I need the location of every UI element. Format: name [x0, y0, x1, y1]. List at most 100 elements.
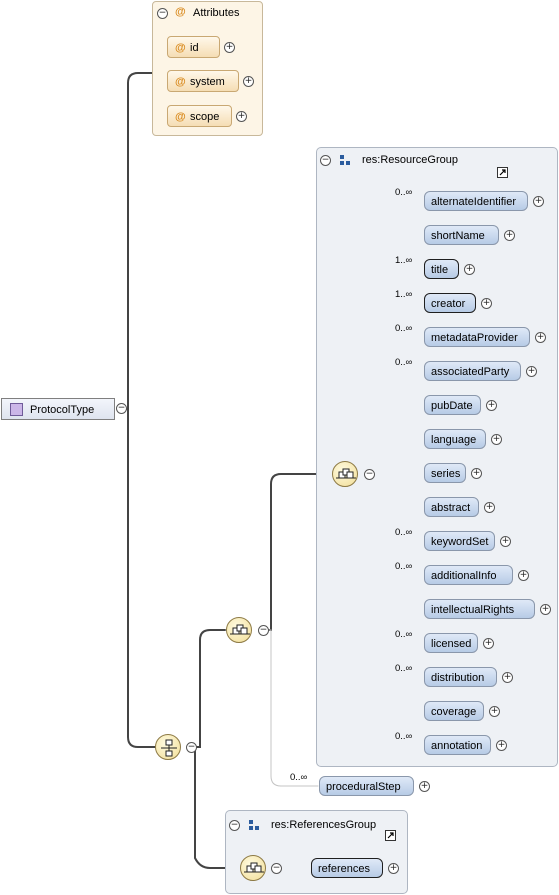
element-label: series	[431, 468, 461, 480]
expand-element-button[interactable]: +	[526, 366, 537, 377]
attribute-system[interactable]: @ system	[167, 70, 239, 92]
element-label: alternateIdentifier	[431, 196, 516, 208]
element-label: creator	[431, 298, 466, 310]
element-node-short-name[interactable]: shortName	[424, 225, 499, 245]
expand-element-button[interactable]: +	[484, 502, 495, 513]
expand-element-button[interactable]: +	[496, 740, 507, 751]
resource-group-title: res:ResourceGroup	[362, 154, 458, 166]
element-node-language[interactable]: language	[424, 429, 486, 449]
element-node-series[interactable]: series	[424, 463, 466, 483]
element-node-annotation[interactable]: annotation	[424, 735, 491, 755]
expand-attribute-system-button[interactable]: +	[243, 76, 254, 87]
element-node-keyword-set[interactable]: keywordSet	[424, 531, 495, 551]
attribute-at-icon: @	[175, 76, 186, 88]
procedural-step-label: proceduralStep	[326, 781, 401, 793]
element-node-metadata-provider[interactable]: metadataProvider	[424, 327, 530, 347]
element-node-intellectual-rights[interactable]: intellectualRights	[424, 599, 535, 619]
sequence-icon	[161, 739, 177, 757]
element-node-additional-info[interactable]: additionalInfo	[424, 565, 513, 585]
expand-element-button[interactable]: +	[491, 434, 502, 445]
expand-element-button[interactable]: +	[518, 570, 529, 581]
element-node-distribution[interactable]: distribution	[424, 667, 497, 687]
element-label: associatedParty	[431, 366, 510, 378]
element-label: shortName	[431, 230, 485, 242]
element-node-coverage[interactable]: coverage	[424, 701, 484, 721]
element-node-pub-date[interactable]: pubDate	[424, 395, 481, 415]
element-cardinality: 0..∞	[395, 629, 413, 640]
element-cardinality: 0..∞	[395, 323, 413, 334]
open-reference-icon[interactable]	[385, 830, 396, 841]
expand-element-button[interactable]: +	[471, 468, 482, 479]
collapse-root-button[interactable]: −	[116, 403, 127, 414]
element-label: abstract	[431, 502, 471, 514]
element-label: distribution	[431, 672, 485, 684]
collapse-choice-1-button[interactable]: −	[258, 625, 269, 636]
expand-element-button[interactable]: +	[504, 230, 515, 241]
protocol-type-node[interactable]: ProtocolType	[1, 398, 115, 420]
choice-compositor-1[interactable]	[226, 617, 252, 643]
element-node-abstract[interactable]: abstract	[424, 497, 479, 517]
element-label: language	[431, 434, 477, 446]
element-cardinality: 1..∞	[395, 289, 413, 300]
expand-element-button[interactable]: +	[481, 298, 492, 309]
expand-attribute-id-button[interactable]: +	[224, 42, 235, 53]
choice-compositor-2[interactable]	[240, 855, 266, 881]
expand-procedural-step-button[interactable]: +	[419, 781, 430, 792]
attribute-label: scope	[190, 111, 220, 123]
open-reference-icon[interactable]	[497, 167, 508, 178]
root-label: ProtocolType	[30, 404, 95, 416]
expand-element-button[interactable]: +	[464, 264, 475, 275]
sequence-compositor-main[interactable]	[155, 734, 181, 760]
collapse-main-sequence-button[interactable]: −	[186, 742, 197, 753]
element-node-creator[interactable]: creator	[424, 293, 476, 313]
expand-element-button[interactable]: +	[540, 604, 551, 615]
attribute-label: system	[190, 76, 225, 88]
element-label: metadataProvider	[431, 332, 518, 344]
collapse-references-group-button[interactable]: −	[229, 820, 240, 831]
references-node[interactable]: references	[311, 858, 383, 878]
element-label: intellectualRights	[431, 604, 515, 616]
attribute-label: id	[190, 42, 199, 54]
expand-element-button[interactable]: +	[502, 672, 513, 683]
attribute-scope[interactable]: @ scope	[167, 105, 232, 127]
expand-element-button[interactable]: +	[483, 638, 494, 649]
expand-element-button[interactable]: +	[500, 536, 511, 547]
element-cardinality: 0..∞	[395, 357, 413, 368]
expand-element-button[interactable]: +	[489, 706, 500, 717]
collapse-resource-sequence-button[interactable]: −	[364, 469, 375, 480]
element-node-associated-party[interactable]: associatedParty	[424, 361, 521, 381]
group-icon	[340, 155, 350, 165]
attribute-at-icon: @	[175, 111, 186, 123]
attribute-id[interactable]: @ id	[167, 36, 220, 58]
expand-element-button[interactable]: +	[535, 332, 546, 343]
element-node-licensed[interactable]: licensed	[424, 633, 478, 653]
collapse-resource-group-button[interactable]: −	[320, 155, 331, 166]
procedural-step-node[interactable]: proceduralStep	[319, 776, 414, 796]
element-label: additionalInfo	[431, 570, 497, 582]
element-node-title[interactable]: title	[424, 259, 459, 279]
element-cardinality: 0..∞	[395, 187, 413, 198]
element-label: licensed	[431, 638, 472, 650]
expand-element-button[interactable]: +	[533, 196, 544, 207]
resource-sequence-compositor[interactable]	[332, 461, 358, 487]
procedural-step-cardinality: 0..∞	[290, 772, 308, 783]
arrow-icon	[387, 832, 394, 839]
element-label: title	[431, 264, 449, 276]
sequence-icon	[244, 862, 264, 873]
element-cardinality: 1..∞	[395, 255, 413, 266]
references-group-title: res:ReferencesGroup	[271, 819, 377, 831]
element-cardinality: 0..∞	[395, 731, 413, 742]
expand-references-button[interactable]: +	[388, 863, 399, 874]
references-label: references	[318, 863, 370, 875]
group-icon	[249, 820, 259, 830]
element-cardinality: 0..∞	[395, 527, 413, 538]
element-cardinality: 0..∞	[395, 663, 413, 674]
collapse-attributes-button[interactable]: −	[157, 8, 168, 19]
collapse-choice-2-button[interactable]: −	[271, 863, 282, 874]
attribute-at-icon: @	[175, 42, 186, 54]
expand-attribute-scope-button[interactable]: +	[236, 111, 247, 122]
complex-type-icon	[10, 403, 23, 416]
sequence-icon	[230, 624, 250, 635]
expand-element-button[interactable]: +	[486, 400, 497, 411]
element-node-alternate-identifier[interactable]: alternateIdentifier	[424, 191, 528, 211]
